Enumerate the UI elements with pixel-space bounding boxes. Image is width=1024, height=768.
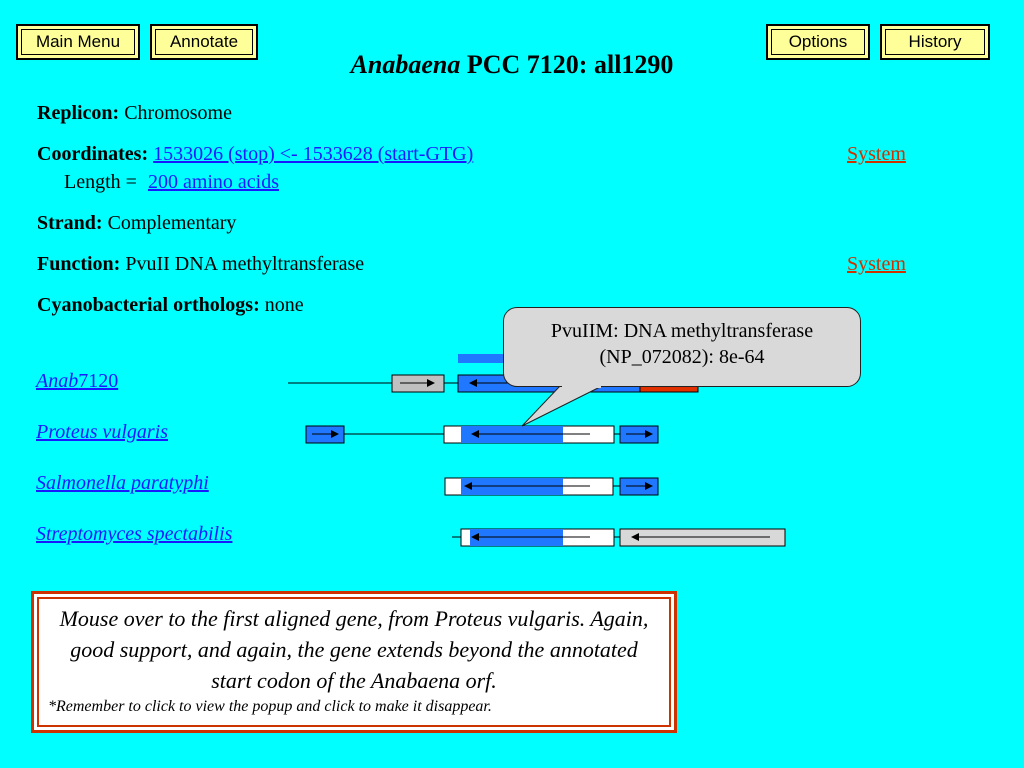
- ortholog-popup[interactable]: PvuIIM: DNA methyltransferase (NP_072082…: [503, 307, 861, 387]
- orthologs-value: none: [264, 294, 304, 316]
- strand-label: Strand:: [37, 212, 103, 234]
- salmonella-track: [444, 477, 659, 496]
- popup-tail-join: [562, 384, 601, 388]
- title-genus: Anabaena: [350, 50, 461, 79]
- options-button[interactable]: Options: [766, 24, 870, 60]
- orthologs-label: Cyanobacterial orthologs:: [37, 294, 260, 316]
- coordinates-label: Coordinates:: [37, 143, 149, 165]
- strand-field: Strand: Complementary: [37, 212, 236, 235]
- orthologs-field: Cyanobacterial orthologs: none: [37, 294, 304, 317]
- history-button[interactable]: History: [880, 24, 990, 60]
- proteus-track: [305, 425, 659, 444]
- popup-line-1: PvuIIM: DNA methyltransferase: [550, 320, 814, 342]
- organism-link-salmonella[interactable]: Salmonella paratyphi: [36, 472, 209, 494]
- note-small-text: *Remember to click to view the popup and…: [48, 698, 492, 715]
- aligned-segment-bar: [458, 354, 518, 363]
- replicon-field: Replicon: Chromosome: [37, 102, 232, 125]
- title-rest: PCC 7120: all1290: [466, 50, 674, 79]
- replicon-value: Chromosome: [124, 102, 232, 124]
- streptomyces-track: [452, 528, 786, 547]
- note-main-text: Mouse over to the first aligned gene, fr…: [59, 606, 649, 693]
- organism-link-streptomyces[interactable]: Streptomyces spectabilis: [36, 523, 233, 545]
- page-title: Anabaena PCC 7120: all1290: [0, 50, 1024, 80]
- instruction-note: Mouse over to the first aligned gene, fr…: [31, 591, 677, 733]
- function-system-link[interactable]: System: [847, 253, 906, 275]
- length-label: Length =: [64, 171, 137, 193]
- function-value: PvuII DNA methyltransferase: [125, 253, 365, 275]
- length-link[interactable]: 200 amino acids: [147, 171, 280, 193]
- popup-line-2: (NP_072082): 8e-64: [599, 346, 765, 368]
- strand-value: Complementary: [107, 212, 237, 234]
- replicon-label: Replicon:: [37, 102, 120, 124]
- length-field: Length = 200 amino acids: [64, 171, 279, 194]
- coordinates-system-link[interactable]: System: [847, 143, 906, 165]
- function-label: Function:: [37, 253, 121, 275]
- organism-link-anabaena[interactable]: Anab7120: [36, 370, 119, 392]
- main-menu-button[interactable]: Main Menu: [16, 24, 140, 60]
- annotate-button[interactable]: Annotate: [150, 24, 258, 60]
- function-field: Function: PvuII DNA methyltransferase: [37, 253, 364, 276]
- coordinates-link[interactable]: 1533026 (stop) <- 1533628 (start-GTG): [153, 143, 474, 165]
- coordinates-field: Coordinates: 1533026 (stop) <- 1533628 (…: [37, 143, 473, 166]
- organism-link-proteus[interactable]: Proteus vulgaris: [36, 421, 169, 443]
